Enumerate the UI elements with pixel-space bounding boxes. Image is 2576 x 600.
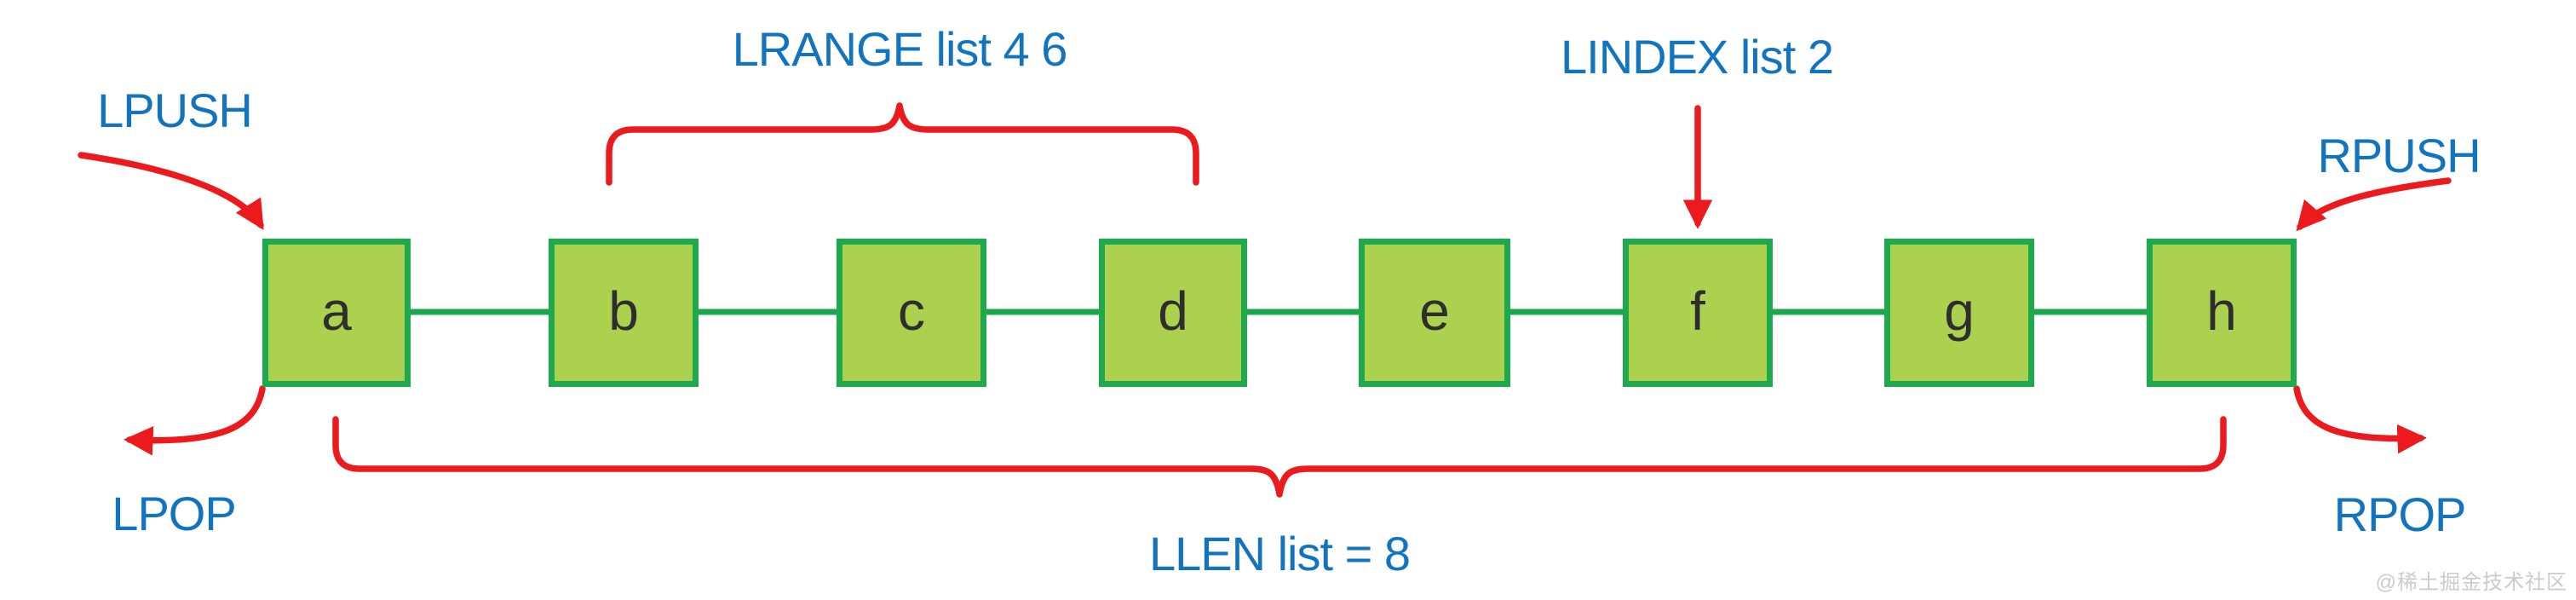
lpush-arrow [78,152,264,230]
node-letter: g [1944,280,1975,342]
rpop-label: RPOP [2333,488,2467,541]
rpush-label: RPUSH [2317,129,2481,182]
list-node-f: f [1623,239,1773,387]
list-node-h: h [2147,239,2297,387]
node-letter: c [898,280,925,342]
lpop-arrow [124,385,266,456]
list-node-a: a [262,239,411,387]
lpush-label: LPUSH [97,84,253,137]
node-letter: b [608,280,639,342]
list-node-g: g [1884,239,2034,387]
list-node-c: c [837,239,986,387]
node-letter: f [1690,280,1705,342]
lrange-label: LRANGE list 4 6 [732,22,1068,76]
rpush-arrow [2296,177,2452,232]
llen-brace [332,416,2227,498]
lindex-label: LINDEX list 2 [1561,30,1834,84]
node-letter: a [321,280,352,342]
llen-label: LLEN list = 8 [1148,527,1411,580]
node-letter: d [1158,280,1188,342]
list-node-e: e [1359,239,1510,387]
rpop-arrow [2293,385,2427,454]
list-node-b: b [549,239,699,387]
lrange-brace [606,102,1199,186]
node-letter: h [2206,280,2237,342]
list-node-d: d [1099,239,1247,387]
lpop-label: LPOP [112,487,236,540]
node-letter: e [1419,280,1450,342]
watermark-text: @稀土掘金技术社区 [2375,571,2567,594]
